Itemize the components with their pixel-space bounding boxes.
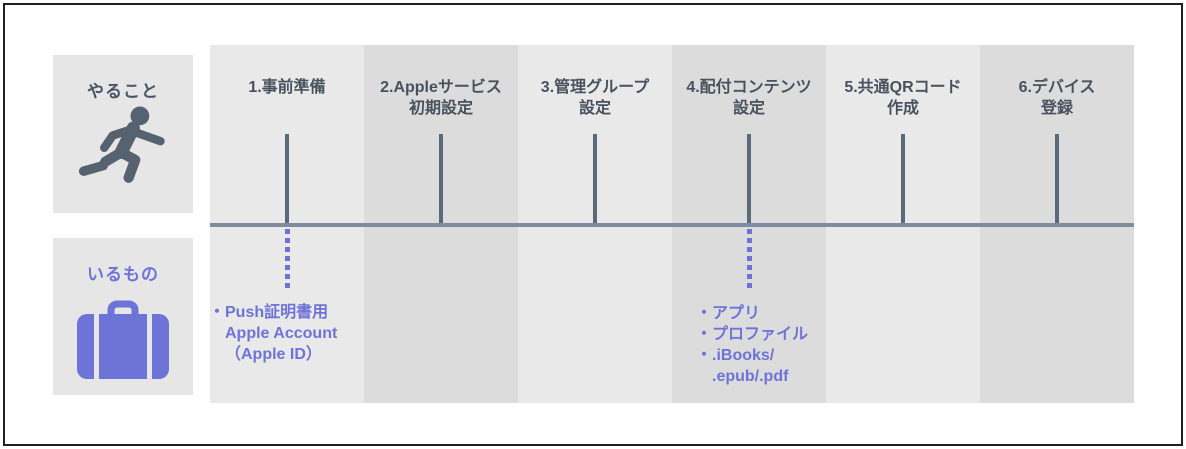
requirement-line: .epub/.pdf xyxy=(712,368,789,385)
step-title-line: 設定 xyxy=(732,100,765,117)
step-title-line: 1.事前準備 xyxy=(248,79,326,96)
step-title-1: 1.事前準備 xyxy=(210,45,364,98)
suitcase-icon xyxy=(53,299,193,384)
requirement-line: ・プロファイル xyxy=(696,326,809,343)
step-title-line: 登録 xyxy=(1040,100,1073,117)
step-title-line: 5.共通QRコード xyxy=(844,79,962,96)
step-title-4: 4.配付コンテンツ 設定 xyxy=(672,45,826,119)
requirement-note-step1: ・Push証明書用 Apple Account （Apple ID） xyxy=(209,302,369,365)
step-title-line: 作成 xyxy=(886,100,919,117)
step-title-line: 6.デバイス xyxy=(1018,79,1096,96)
timeline-tick-3 xyxy=(593,134,597,224)
step-title-5: 5.共通QRコード 作成 xyxy=(826,45,980,119)
timeline-tick-2 xyxy=(439,134,443,224)
legend-todo-label: やること xyxy=(87,82,159,101)
step-title-line: 4.配付コンテンツ xyxy=(686,79,812,96)
step-title-2: 2.Appleサービス 初期設定 xyxy=(364,45,518,119)
legend-box-needed: いるもの xyxy=(53,238,193,395)
requirement-line: （Apple ID） xyxy=(225,346,322,363)
dotted-connector-step1 xyxy=(285,229,290,291)
running-person-icon xyxy=(53,104,193,189)
legend-box-todo: やること xyxy=(53,55,193,213)
page-border xyxy=(3,3,1183,446)
step-title-line: 初期設定 xyxy=(408,100,473,117)
dotted-connector-step4 xyxy=(747,229,752,291)
step-title-6: 6.デバイス 登録 xyxy=(980,45,1134,119)
step-title-line: 3.管理グループ xyxy=(540,79,650,96)
requirement-line: ・.iBooks/ xyxy=(696,347,775,364)
requirement-line: ・アプリ xyxy=(696,305,761,322)
requirement-line: Apple Account xyxy=(225,325,338,342)
step-title-line: 2.Appleサービス xyxy=(380,79,502,96)
timeline-tick-6 xyxy=(1055,134,1059,224)
requirement-line: ・Push証明書用 xyxy=(209,304,329,321)
timeline-tick-1 xyxy=(285,134,289,224)
timeline-tick-5 xyxy=(901,134,905,224)
timeline-tick-4 xyxy=(747,134,751,224)
timeline-line xyxy=(210,223,1134,227)
requirement-note-step4: ・アプリ ・プロファイル ・.iBooks/ .epub/.pdf xyxy=(696,303,856,387)
step-title-3: 3.管理グループ 設定 xyxy=(518,45,672,119)
step-title-line: 設定 xyxy=(578,100,611,117)
legend-needed-label: いるもの xyxy=(87,265,159,284)
